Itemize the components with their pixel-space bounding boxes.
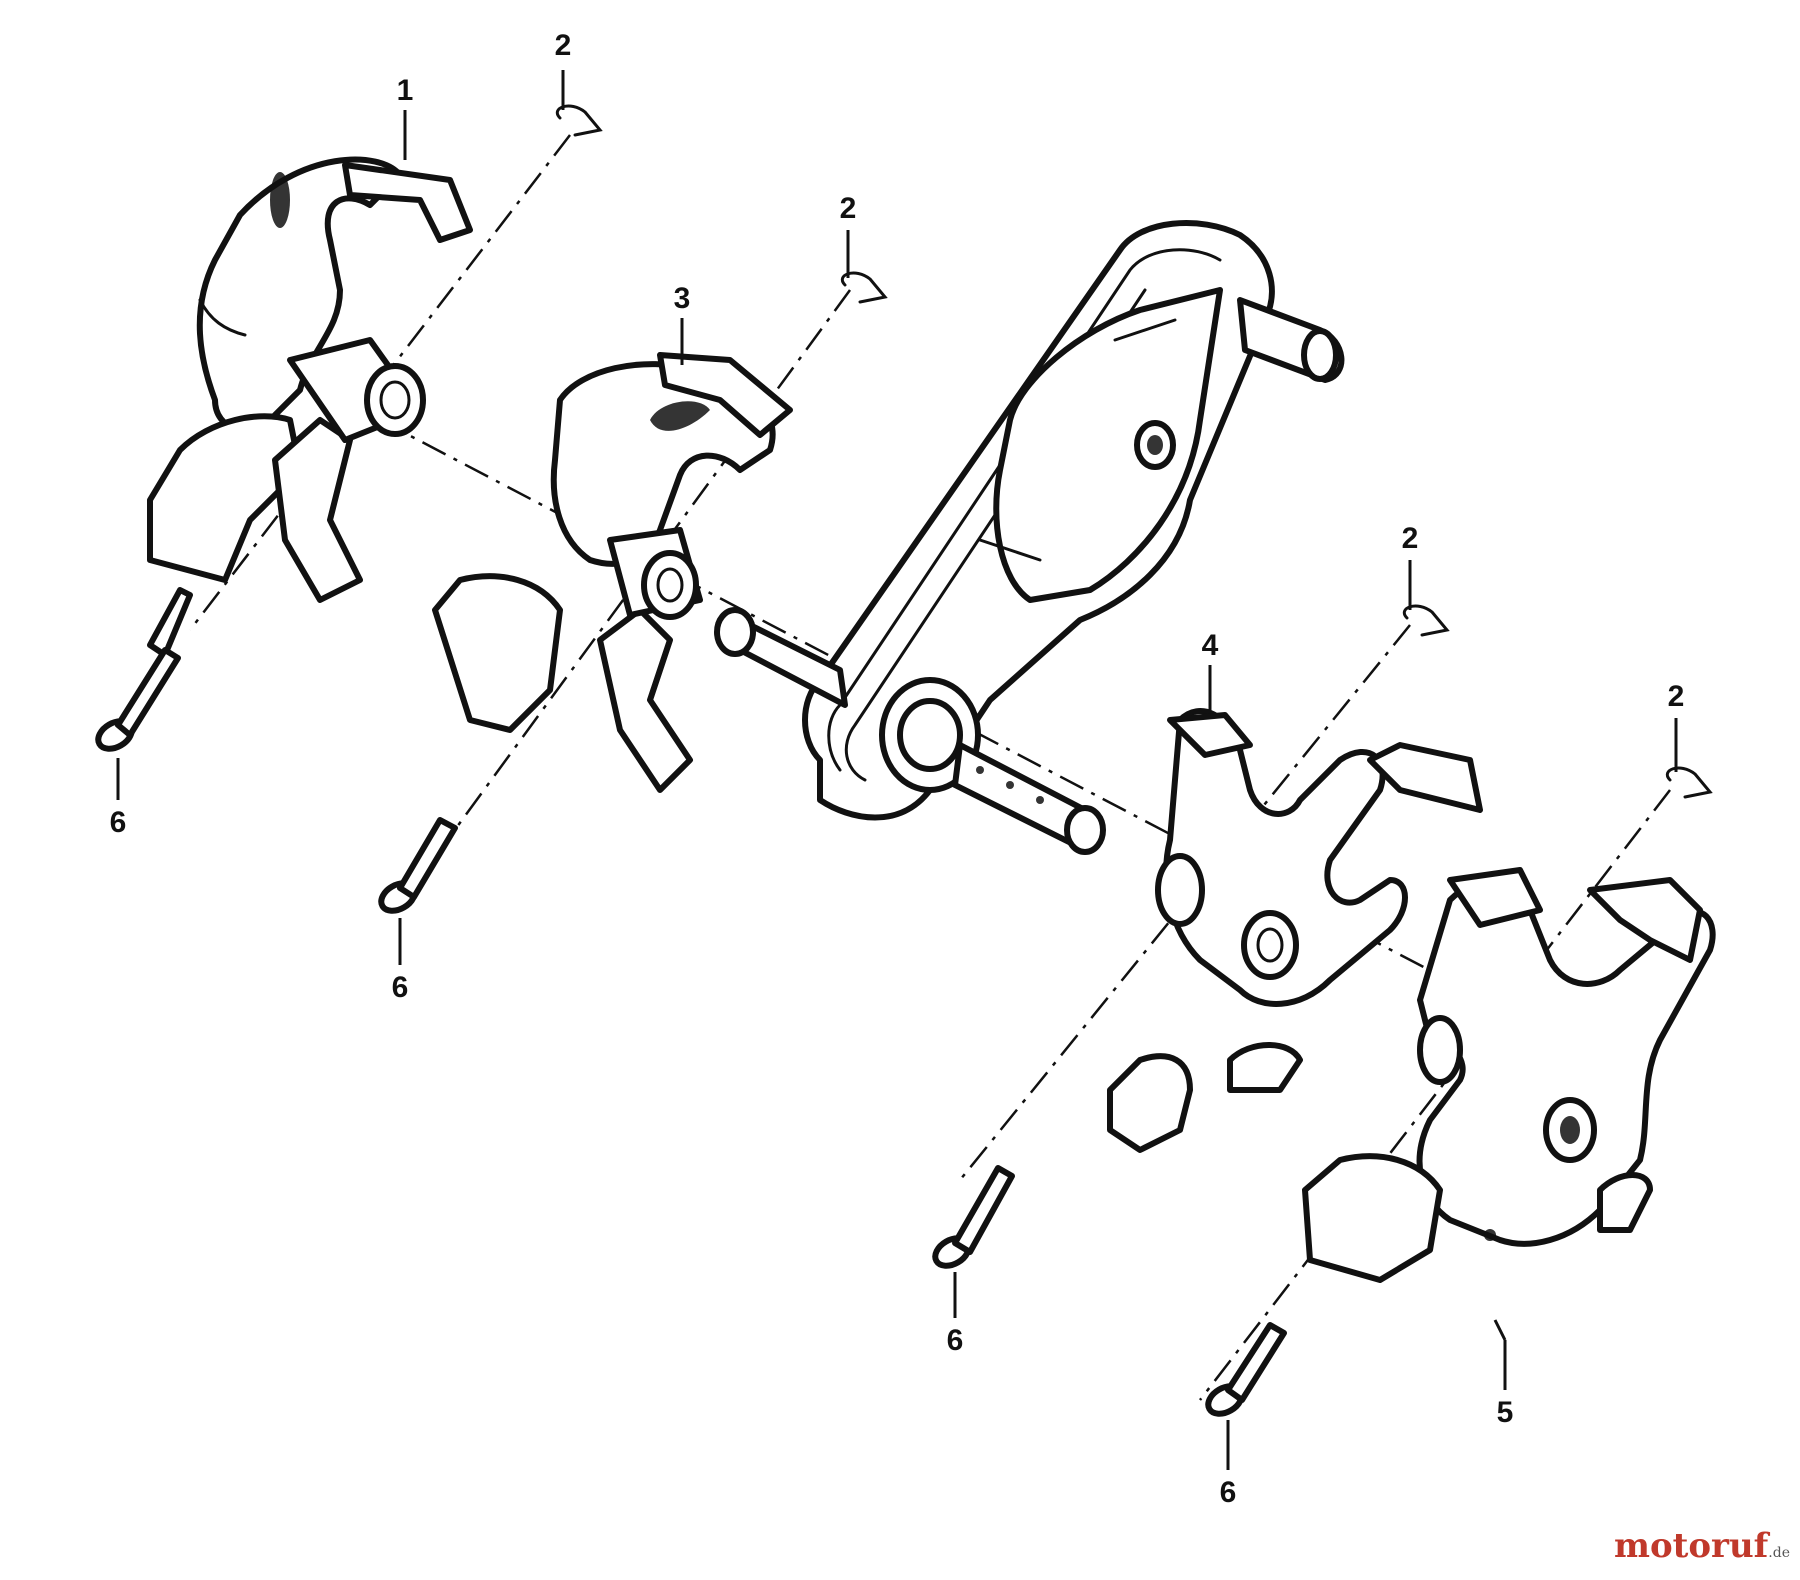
tine-assembly-1	[147, 156, 473, 603]
watermark-brand: motoruf	[1614, 1526, 1769, 1566]
watermark-tld: .de	[1768, 1545, 1790, 1561]
watermark-logo: motoruf.de	[1614, 1526, 1790, 1566]
clevis-pin-c	[932, 1165, 1015, 1318]
callout-2a: 2	[555, 29, 572, 62]
callout-2d: 2	[1668, 680, 1685, 713]
leader-lines	[403, 110, 1507, 1390]
callout-2c: 2	[1402, 522, 1419, 555]
hairpin-clip-b	[841, 230, 888, 304]
callout-1: 1	[397, 74, 414, 107]
hairpin-clip-d	[1666, 718, 1713, 799]
tine-assembly-3	[432, 352, 793, 793]
callout-6c: 6	[947, 1324, 964, 1357]
callout-5: 5	[1497, 1396, 1514, 1429]
callout-6a: 6	[110, 806, 127, 839]
chain-case-housing	[714, 220, 1345, 855]
tine-assembly-4	[1107, 708, 1483, 1153]
tine-assembly-5	[1302, 867, 1716, 1283]
clevis-pin-b	[378, 817, 458, 965]
callout-labels: 1 2 2 3 2 4 2 5 6 6 6 6	[110, 29, 1685, 1509]
clevis-pin-d	[1205, 1322, 1287, 1470]
callout-4: 4	[1202, 629, 1219, 662]
callout-3: 3	[674, 282, 691, 315]
hairpin-clip-c	[1403, 560, 1450, 637]
callout-6b: 6	[392, 971, 409, 1004]
callout-2b: 2	[840, 192, 857, 225]
hairpin-clip-a	[556, 70, 603, 137]
callout-6d: 6	[1220, 1476, 1237, 1509]
clevis-pin-a	[95, 587, 193, 800]
